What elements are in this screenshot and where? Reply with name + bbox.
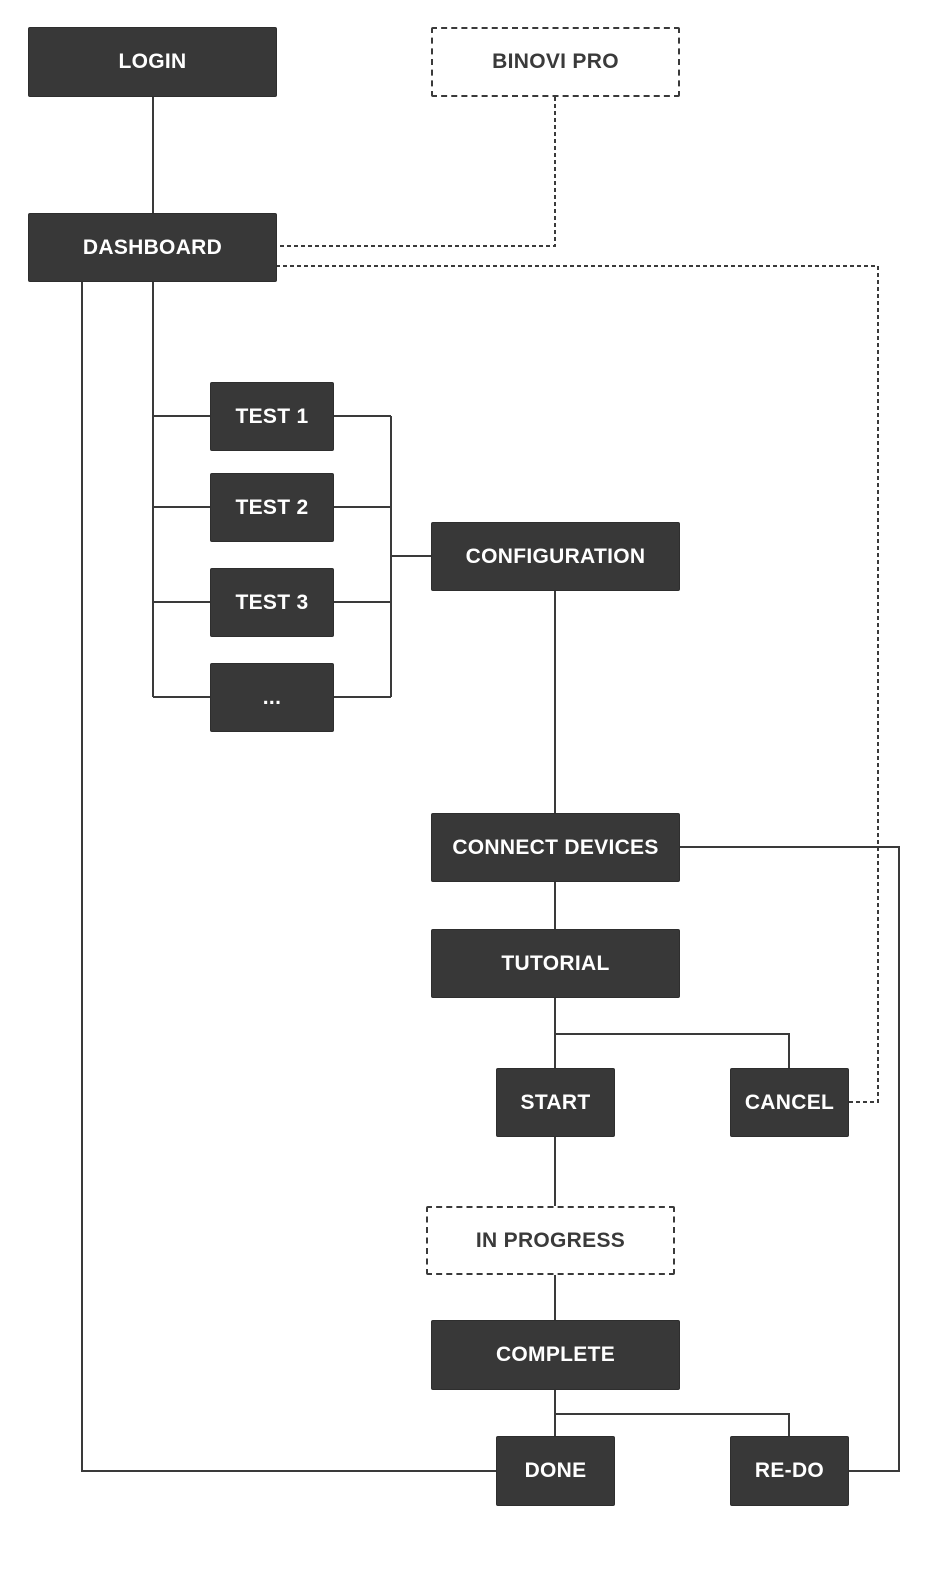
redo-to-connect-line [680,846,900,1472]
connect-devices-node: CONNECT DEVICES [431,813,680,882]
binovi-pro-node: BINOVI PRO [431,27,680,97]
test3-label: TEST 3 [235,590,309,614]
test-more-label: ... [262,685,282,709]
complete-label: COMPLETE [495,1343,616,1366]
done-label: DONE [524,1459,587,1482]
cancel-node: CANCEL [730,1068,849,1137]
test2-node: TEST 2 [210,473,334,542]
done-to-dashboard-line [81,282,496,1472]
binovi-pro-label: BINOVI PRO [492,50,619,73]
binovi-to-dashboard-line [277,97,556,247]
login-label: LOGIN [118,50,187,73]
dashboard-node: DASHBOARD [28,213,277,282]
test-more-node: ... [210,663,334,732]
tutorial-label: TUTORIAL [501,951,610,975]
test3-node: TEST 3 [210,568,334,637]
redo-label: RE-DO [754,1459,825,1482]
test2-label: TEST 2 [235,495,309,519]
in-progress-node: IN PROGRESS [426,1206,675,1275]
tutorial-node: TUTORIAL [431,929,680,998]
complete-node: COMPLETE [431,1320,680,1390]
configuration-label: CONFIGURATION [465,544,646,568]
start-node: START [496,1068,615,1137]
cancel-to-dashboard-line [277,265,879,1103]
test1-label: TEST 1 [235,404,309,428]
redo-node: RE-DO [730,1436,849,1506]
complete-to-redo-line [555,1413,790,1436]
test1-node: TEST 1 [210,382,334,451]
dashboard-label: DASHBOARD [82,235,223,259]
tutorial-to-cancel-line [555,1033,790,1068]
done-node: DONE [496,1436,615,1506]
cancel-label: CANCEL [744,1090,835,1114]
login-node: LOGIN [28,27,277,97]
configuration-node: CONFIGURATION [431,522,680,591]
start-label: START [520,1090,591,1114]
in-progress-label: IN PROGRESS [475,1228,626,1252]
connect-devices-label: CONNECT DEVICES [452,835,659,859]
